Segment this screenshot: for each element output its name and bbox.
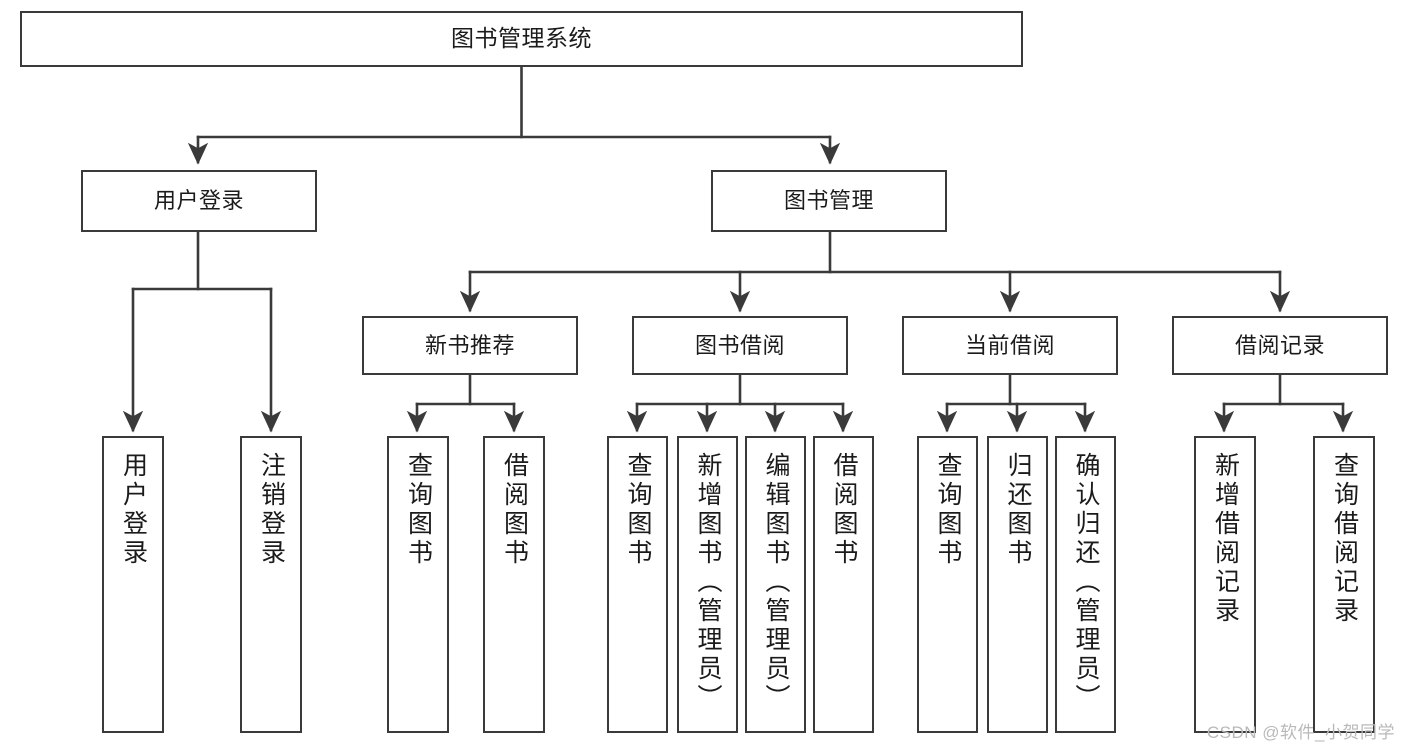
- leaf-return-book[interactable]: 归还图书: [987, 436, 1048, 733]
- node-label: 图书管理: [783, 188, 874, 214]
- leaf-confirm-return-admin[interactable]: 确认归还（管理员）: [1055, 436, 1116, 733]
- node-label: 用户登录: [119, 452, 148, 568]
- node-label: 借阅图书: [500, 452, 529, 568]
- node-label: 用户登录: [153, 188, 244, 214]
- leaf-query-book-borrow[interactable]: 查询图书: [607, 436, 668, 733]
- leaf-query-book-current[interactable]: 查询图书: [917, 436, 978, 733]
- node-label: 图书管理系统: [451, 25, 592, 52]
- node-label: 注销登录: [257, 452, 286, 568]
- node-user-login[interactable]: 用户登录: [81, 170, 317, 232]
- node-label: 借阅记录: [1234, 332, 1325, 358]
- node-label: 确认归还（管理员）: [1072, 452, 1100, 713]
- node-label: 当前借阅: [964, 332, 1055, 358]
- node-current-borrow[interactable]: 当前借阅: [902, 316, 1118, 375]
- node-label: 图书借阅: [694, 332, 785, 358]
- csdn-watermark: CSDN @软件_小贺同学: [1206, 723, 1395, 742]
- leaf-query-book-recommend[interactable]: 查询图书: [387, 436, 449, 733]
- leaf-borrow-book-recommend[interactable]: 借阅图书: [483, 436, 545, 733]
- leaf-borrow-book[interactable]: 借阅图书: [813, 436, 874, 733]
- leaf-edit-book-admin[interactable]: 编辑图书（管理员）: [745, 436, 806, 733]
- leaf-add-book-admin[interactable]: 新增图书（管理员）: [677, 436, 738, 733]
- node-label: 新书推荐: [424, 332, 515, 358]
- node-label: 查询借阅记录: [1330, 452, 1359, 626]
- node-label: 查询图书: [404, 452, 433, 568]
- node-new-book-recommendation[interactable]: 新书推荐: [362, 316, 578, 375]
- node-label: 借阅图书: [830, 452, 858, 568]
- leaf-logout[interactable]: 注销登录: [240, 436, 302, 733]
- node-label: 编辑图书（管理员）: [762, 452, 790, 713]
- node-label: 新增借阅记录: [1211, 452, 1240, 626]
- node-book-borrow[interactable]: 图书借阅: [632, 316, 848, 375]
- node-label: 查询图书: [934, 452, 962, 568]
- node-label: 归还图书: [1004, 452, 1032, 568]
- node-label: 查询图书: [624, 452, 652, 568]
- node-book-management[interactable]: 图书管理: [711, 170, 947, 232]
- leaf-user-login[interactable]: 用户登录: [102, 436, 164, 733]
- node-root-book-management-system[interactable]: 图书管理系统: [20, 11, 1023, 67]
- leaf-add-borrow-record[interactable]: 新增借阅记录: [1194, 436, 1256, 733]
- node-label: 新增图书（管理员）: [694, 452, 722, 713]
- leaf-query-borrow-record[interactable]: 查询借阅记录: [1313, 436, 1375, 733]
- node-borrow-record[interactable]: 借阅记录: [1172, 316, 1388, 375]
